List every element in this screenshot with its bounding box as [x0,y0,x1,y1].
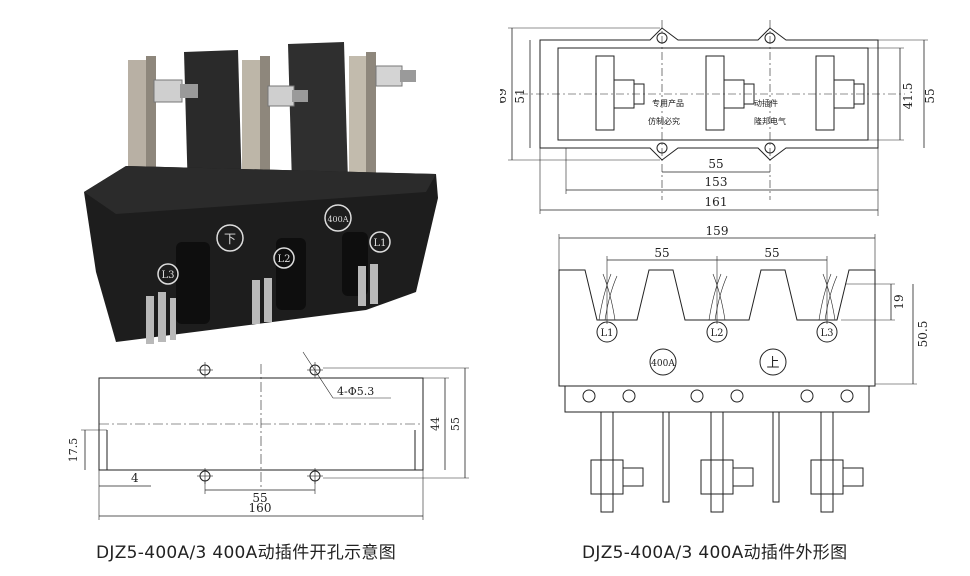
dim-41-5: 41.5 [901,83,915,110]
photo-label-l2: L2 [277,254,290,265]
dim-cut-44: 44 [429,417,442,431]
dim-cut-17-5: 17.5 [67,438,80,463]
top-text-1: 专用产品 [652,98,684,108]
dim-cut-55-v: 55 [449,417,462,431]
front-housing [558,269,876,387]
front-base [564,385,870,413]
bolt-l1 [375,65,416,87]
cutout-holes [197,362,323,484]
front-label-rating: 400A [651,359,675,369]
dim-50-5: 50.5 [916,321,930,348]
back-plate-right [288,42,348,184]
caption-cutout: DJZ5-400A/3 400A动插件开孔示意图 [96,543,397,563]
dim-cut-55: 55 [252,491,267,505]
dim-55: 55 [708,157,723,171]
dim-161: 161 [705,195,728,209]
dim-69: 69 [500,88,509,103]
terminal-1 [595,55,645,131]
terminal-3 [815,55,865,131]
photo-label-mark: 下 [224,232,236,246]
bus-plate-l1 [349,56,371,191]
photo-label-l3: L3 [161,270,174,281]
front-label-mark: 上 [766,356,779,371]
dim-55-v: 55 [923,88,937,103]
bus-bars [600,411,834,513]
top-text-2: 仿制必究 [648,116,680,126]
terminal-2 [705,55,755,131]
contact-fingers [598,273,838,321]
bus-plate-l2 [242,60,264,200]
bolt-l2 [267,85,308,107]
cutout-drawing: 4-Φ5.3 55 160 4 17.5 44 55 [55,350,475,530]
caption-outline: DJZ5-400A/3 400A动插件外形图 [582,543,848,563]
dim-cut-4: 4 [131,471,139,485]
front-label-l3: L3 [820,328,833,339]
front-label-l2: L2 [710,328,723,339]
photo-label-rating: 400A [327,215,348,224]
product-photo-illustration: L3 L2 L1 下 400A [84,42,438,344]
product-photo: L3 L2 L1 下 400A [66,42,444,354]
dim-55-a: 55 [654,246,669,260]
dim-55-b: 55 [764,246,779,260]
front-view-drawing: 159 55 55 L1 L2 L3 400A 上 [545,224,940,534]
dim-159: 159 [706,224,729,238]
contact-fingers-l3 [146,292,176,344]
top-text-3: 动插件 [754,98,778,108]
dim-153: 153 [705,175,728,189]
front-label-l1: L1 [600,328,613,339]
dim-19: 19 [892,294,906,309]
bolts-front [590,459,864,495]
contact-fingers-l2 [252,278,272,324]
dim-51: 51 [513,88,527,103]
bolt-l3 [153,79,198,103]
dim-cut-160: 160 [249,501,272,515]
top-text-4: 隆邦电气 [754,116,786,126]
photo-label-l1: L1 [373,238,386,249]
dim-holes: 4-Φ5.3 [337,385,374,398]
contact-fingers-l1 [358,264,378,306]
top-view-drawing: 专用产品 仿制必究 动插件 隆邦电气 55 153 161 69 51 41.5… [495,10,940,220]
back-plate-left [184,50,242,194]
